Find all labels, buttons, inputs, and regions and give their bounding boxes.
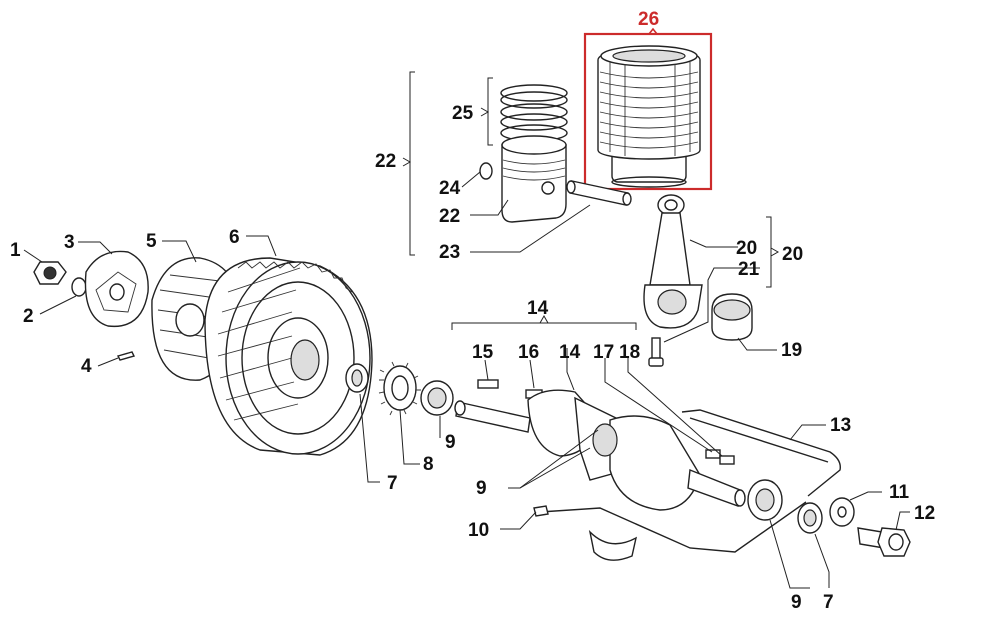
callout-10: 10: [468, 520, 489, 541]
callout-9-center: 9: [476, 478, 487, 499]
timing-gear[interactable]: [378, 361, 421, 416]
callout-3: 3: [64, 232, 75, 253]
callout-25: 25: [452, 103, 474, 124]
crank-bolt[interactable]: [857, 527, 911, 557]
oil-pipe-lower[interactable]: [539, 501, 807, 553]
callout-20-group: 20: [782, 244, 803, 265]
main-bearing-shell[interactable]: [588, 529, 638, 561]
bracket-20: [766, 216, 772, 288]
rod-bolt[interactable]: [648, 337, 664, 367]
key-15[interactable]: [477, 379, 499, 389]
bracket-22: [409, 71, 415, 256]
thrust-washer[interactable]: [829, 497, 855, 527]
callout-11: 11: [889, 482, 910, 503]
highlight-pointer: [648, 27, 658, 35]
cylinder-barrel[interactable]: [597, 45, 701, 188]
callout-7-rear: 7: [823, 592, 834, 613]
oil-seal-rear[interactable]: [797, 502, 823, 534]
callout-15: 15: [472, 342, 494, 363]
callout-8: 8: [423, 454, 434, 475]
circlip[interactable]: [479, 162, 493, 180]
bracket-25: [487, 77, 493, 146]
callout-7-front: 7: [387, 473, 398, 494]
callout-13: 13: [830, 415, 851, 436]
callout-21: 21: [738, 259, 760, 280]
callout-9-front: 9: [445, 432, 456, 453]
nut[interactable]: [33, 261, 67, 285]
callout-26[interactable]: 26: [638, 9, 659, 30]
callout-24: 24: [439, 178, 461, 199]
lock-washer[interactable]: [71, 277, 87, 297]
bracket-14: [451, 322, 637, 330]
connecting-rod[interactable]: [643, 194, 703, 329]
piston-rings[interactable]: [500, 84, 568, 142]
callout-14-group: 14: [527, 298, 549, 319]
clip-17[interactable]: [705, 449, 721, 459]
callout-19: 19: [781, 340, 802, 361]
callout-12: 12: [914, 503, 935, 524]
oil-pipe[interactable]: [681, 409, 841, 497]
callout-22-piston: 22: [439, 206, 460, 227]
piston[interactable]: [501, 135, 567, 223]
callout-20-rod: 20: [736, 238, 757, 259]
bracket-20-tip: [770, 247, 780, 257]
flywheel-gear[interactable]: [204, 257, 373, 456]
callout-6: 6: [229, 227, 240, 248]
bracket-14-tip: [539, 314, 549, 324]
bracket-22-tip: [402, 157, 412, 167]
cylinder-highlight-box[interactable]: [583, 32, 713, 191]
callout-16: 16: [518, 342, 539, 363]
callout-22-group: 22: [375, 151, 396, 172]
callout-1: 1: [10, 240, 21, 261]
bracket-25-tip: [480, 107, 490, 117]
main-bearing-front[interactable]: [420, 380, 454, 416]
cover-plate[interactable]: [84, 250, 149, 328]
clip-18[interactable]: [719, 455, 735, 465]
callout-2: 2: [23, 306, 34, 327]
callout-4: 4: [81, 356, 92, 377]
crankshaft[interactable]: [454, 389, 746, 511]
callout-9-rear: 9: [791, 592, 802, 613]
oil-plug[interactable]: [533, 505, 549, 517]
callout-18: 18: [619, 342, 640, 363]
callout-17: 17: [593, 342, 614, 363]
callout-14: 14: [559, 342, 581, 363]
callout-23: 23: [439, 242, 460, 263]
callout-5: 5: [146, 231, 157, 252]
dowel-pin[interactable]: [116, 351, 136, 361]
main-bearing-rear[interactable]: [747, 479, 783, 521]
piston-pin[interactable]: [566, 180, 632, 206]
oil-seal-front[interactable]: [345, 363, 369, 393]
rod-bearing-shells[interactable]: [711, 293, 753, 341]
